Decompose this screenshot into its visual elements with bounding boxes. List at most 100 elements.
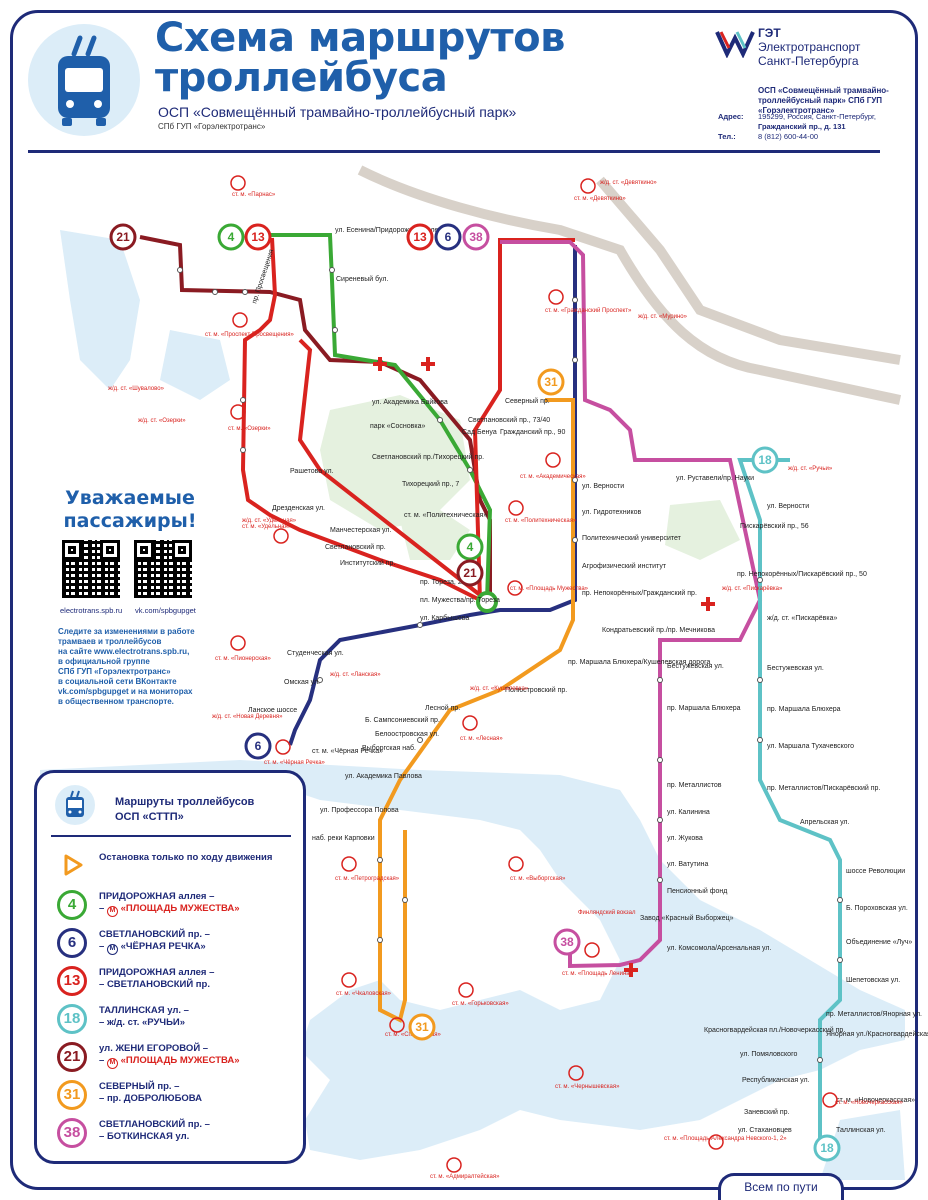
svg-text:пр. Тореза, 21: пр. Тореза, 21: [420, 579, 466, 586]
route-to: «ПЛОЩАДЬ МУЖЕСТВА»: [120, 1055, 240, 1066]
svg-text:ул. Верности: ул. Верности: [767, 503, 809, 510]
slogan: Всем по пути: [718, 1173, 844, 1200]
route-badge: 4: [57, 890, 87, 920]
svg-text:ст. м. «Парнас»: ст. м. «Парнас»: [232, 192, 276, 198]
svg-text:ст. м. «Петроградская»: ст. м. «Петроградская»: [335, 876, 400, 882]
trolleybus-icon: [58, 35, 110, 126]
qr-code-vk[interactable]: [134, 540, 192, 598]
metro-icon: M: [106, 906, 118, 917]
svg-text:пр. Металлистов: пр. Металлистов: [667, 782, 722, 789]
route-to-line: – пр. ДОБРОЛЮБОВА: [99, 1093, 203, 1104]
svg-text:4: 4: [228, 230, 235, 244]
brand-line2: Электротранспорт: [758, 40, 861, 54]
svg-text:ж/д. ст. «Кушелевка»: ж/д. ст. «Кушелевка»: [470, 686, 529, 692]
svg-text:ж/д. ст. «Озерки»: ж/д. ст. «Озерки»: [138, 418, 186, 424]
org-name: ОСП «Совмещённый трамвайно-троллейбусный…: [758, 86, 889, 115]
svg-text:ул. Верности: ул. Верности: [582, 483, 624, 490]
svg-text:пр. Металлистов/Пискарёвский п: пр. Металлистов/Пискарёвский пр.: [767, 784, 880, 792]
svg-text:ст. м. «Лесная»: ст. м. «Лесная»: [460, 736, 503, 742]
brand-name: ГЭТ Электротранспорт Санкт-Петербурга: [758, 26, 860, 68]
contacts: Адрес:195299, Россия, Санкт-Петербург, Г…: [718, 112, 876, 142]
svg-text:ул. Академика Байкова: ул. Академика Байкова: [372, 398, 448, 406]
phone-label: Тел.:: [718, 132, 736, 141]
svg-text:ул. Ватутина: ул. Ватутина: [667, 861, 708, 868]
route-to-line: – БОТКИНСКАЯ ул.: [99, 1131, 190, 1142]
svg-text:31: 31: [415, 1020, 429, 1034]
svg-text:ст. м. «Чёрная Речка»: ст. м. «Чёрная Речка»: [312, 748, 383, 755]
legend-request-stop: Остановка только по ходу движения: [57, 851, 297, 887]
svg-text:Дрезденская ул.: Дрезденская ул.: [272, 505, 325, 512]
route-from: СВЕТЛАНОВСКИЙ пр. –: [99, 929, 210, 940]
svg-text:ул. Карбышева: ул. Карбышева: [420, 614, 469, 622]
svg-text:ст. м. «Чернышевская»: ст. м. «Чернышевская»: [555, 1084, 620, 1090]
svg-text:Бестужевская ул.: Бестужевская ул.: [767, 665, 824, 672]
svg-text:ул. Комсомола/Арсенальная ул.: ул. Комсомола/Арсенальная ул.: [667, 945, 771, 952]
svg-text:ст. м. «Площадь Александра Нев: ст. м. «Площадь Александра Невского-1, 2…: [664, 1136, 787, 1142]
legend-panel: Маршруты троллейбусов ОСП «СТТП» Останов…: [34, 770, 306, 1164]
svg-text:ул. Гидротехников: ул. Гидротехников: [582, 509, 642, 516]
company-name: СПб ГУП «Горэлектротранс»: [158, 122, 266, 131]
depot-name: ОСП «Совмещённый трамвайно-троллейбусный…: [158, 104, 517, 120]
legend-divider: [51, 835, 291, 837]
svg-text:Светлановский пр.: Светлановский пр.: [325, 543, 386, 551]
legend-title-line2: ОСП «СТТП»: [115, 811, 184, 823]
railway-line-2: [596, 176, 901, 365]
svg-text:Институтский пр.: Институтский пр.: [340, 559, 395, 567]
route-to: БОТКИНСКАЯ ул.: [106, 1131, 190, 1142]
svg-text:ж/д. ст. «Пискарёвка»: ж/д. ст. «Пискарёвка»: [722, 586, 783, 592]
svg-text:ж/д. ст. «Девяткино»: ж/д. ст. «Девяткино»: [600, 180, 657, 186]
svg-text:пр. Маршала Блюхера: пр. Маршала Блюхера: [767, 706, 841, 713]
route-from: ПРИДОРОЖНАЯ аллея –: [99, 967, 215, 978]
route-to-line: – СВЕТЛАНОВСКИЙ пр.: [99, 979, 210, 990]
metro-icon: M: [106, 944, 118, 955]
route-description: ПРИДОРОЖНАЯ аллея –– СВЕТЛАНОВСКИЙ пр.: [99, 967, 299, 991]
map-badges: 21 4 13 13 6 38 31 4 21 18 6 31 38 18: [109, 223, 841, 1162]
route-description: ПРИДОРОЖНАЯ аллея –– M «ПЛОЩАДЬ МУЖЕСТВА…: [99, 891, 299, 917]
page-title: Схема маршрутов троллейбуса: [155, 18, 565, 98]
rail-labels: ж/д. ст. «Шувалово» ж/д. ст. «Озерки» ж/…: [108, 180, 833, 916]
svg-text:Светлановский пр., 73/40: Светлановский пр., 73/40: [468, 416, 550, 424]
page-title-line1: Схема маршрутов: [155, 15, 565, 61]
svg-text:Ланское шоссе: Ланское шоссе: [248, 707, 297, 714]
svg-text:ст. м. «Политехническая»: ст. м. «Политехническая»: [404, 512, 487, 519]
svg-text:18: 18: [820, 1141, 834, 1155]
get-logo-icon: [715, 31, 755, 58]
svg-text:Студенческая ул.: Студенческая ул.: [287, 650, 344, 657]
route-to-line: – M «ЧЁРНАЯ РЕЧКА»: [99, 941, 299, 955]
legend-route-38: 38 СВЕТЛАНОВСКИЙ пр. –– БОТКИНСКАЯ ул.: [57, 1118, 297, 1154]
address-line1: 195299, Россия, Санкт-Петербург,: [758, 112, 876, 121]
route-to-line: – M «ПЛОЩАДЬ МУЖЕСТВА»: [99, 903, 299, 917]
route-description: ул. ЖЕНИ ЕГОРОВОЙ –– M «ПЛОЩАДЬ МУЖЕСТВА…: [99, 1043, 299, 1069]
svg-text:ст. м. «Политехническая»: ст. м. «Политехническая»: [505, 518, 577, 524]
svg-text:Кондратьевский пр./пр. Мечнико: Кондратьевский пр./пр. Мечникова: [602, 626, 715, 634]
svg-text:ж/д. ст. «Ланская»: ж/д. ст. «Ланская»: [330, 672, 381, 678]
route-description: СВЕТЛАНОВСКИЙ пр. –– БОТКИНСКАЯ ул.: [99, 1119, 299, 1143]
svg-text:ж/д. ст. «Мурино»: ж/д. ст. «Мурино»: [638, 314, 688, 320]
water-lakes: [60, 230, 230, 400]
passengers-title-line1: Уважаемые: [65, 487, 195, 509]
svg-text:ул. Профессора Попова: ул. Профессора Попова: [320, 807, 399, 814]
svg-text:Гражданский пр., 90: Гражданский пр., 90: [500, 428, 565, 436]
svg-text:Б. Пороховская ул.: Б. Пороховская ул.: [846, 905, 908, 912]
svg-text:13: 13: [413, 230, 427, 244]
legend-title: Маршруты троллейбусов ОСП «СТТП»: [115, 795, 254, 825]
svg-text:Янорная ул./Красногвардейская: Янорная ул./Красногвардейская пл.: [826, 1030, 928, 1038]
svg-text:Сад Бенуа: Сад Бенуа: [462, 429, 497, 436]
svg-text:31: 31: [544, 375, 558, 389]
svg-text:ст. м. «Девяткино»: ст. м. «Девяткино»: [574, 196, 626, 202]
svg-text:Сиреневый бул.: Сиреневый бул.: [336, 275, 388, 283]
svg-text:6: 6: [445, 230, 452, 244]
water-north: [820, 1110, 905, 1180]
railway-line: [357, 165, 902, 405]
svg-text:ул. Маршала Тухачевского: ул. Маршала Тухачевского: [767, 743, 854, 750]
svg-text:ст. м. «Выборгская»: ст. м. «Выборгская»: [510, 876, 566, 882]
route-badge: 38: [57, 1118, 87, 1148]
hospital-symbols: [373, 357, 715, 977]
qr-code-site[interactable]: [62, 540, 120, 598]
